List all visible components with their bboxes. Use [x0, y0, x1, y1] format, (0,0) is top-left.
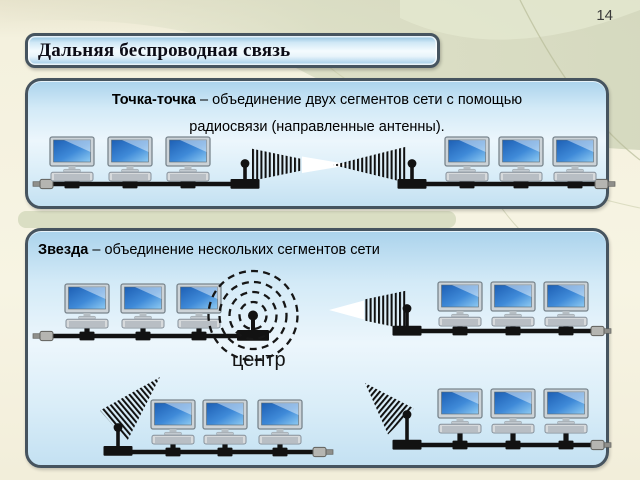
page-number: 14: [596, 7, 613, 24]
leaf-highlight-shape: [400, 0, 640, 40]
term-point-to-point: Точка-точка: [111, 92, 196, 108]
star-definition: Звезда – объединение нескольких сегменто…: [28, 242, 606, 258]
slide-title: Дальняя беспроводная связь: [38, 39, 291, 61]
olive-band-shape: [18, 211, 456, 228]
slide-title-box: Дальняя беспроводная связь: [25, 33, 440, 68]
star-definition-text: – объединение нескольких сегментов сети: [88, 242, 380, 258]
point-to-point-definition-line1: Точка-точка – объединение двух сегментов…: [28, 92, 606, 109]
panel-point-to-point: Точка-точка – объединение двух сегментов…: [25, 78, 609, 209]
panel-star: Звезда – объединение нескольких сегменто…: [25, 228, 609, 468]
term-star: Звезда: [38, 242, 89, 258]
point-to-point-definition-line2: радиосвязи (направленные антенны).: [189, 118, 445, 135]
center-label: центр: [232, 349, 286, 371]
point-to-point-definition-text: – объединение двух сегментов сети с помо…: [196, 92, 523, 108]
